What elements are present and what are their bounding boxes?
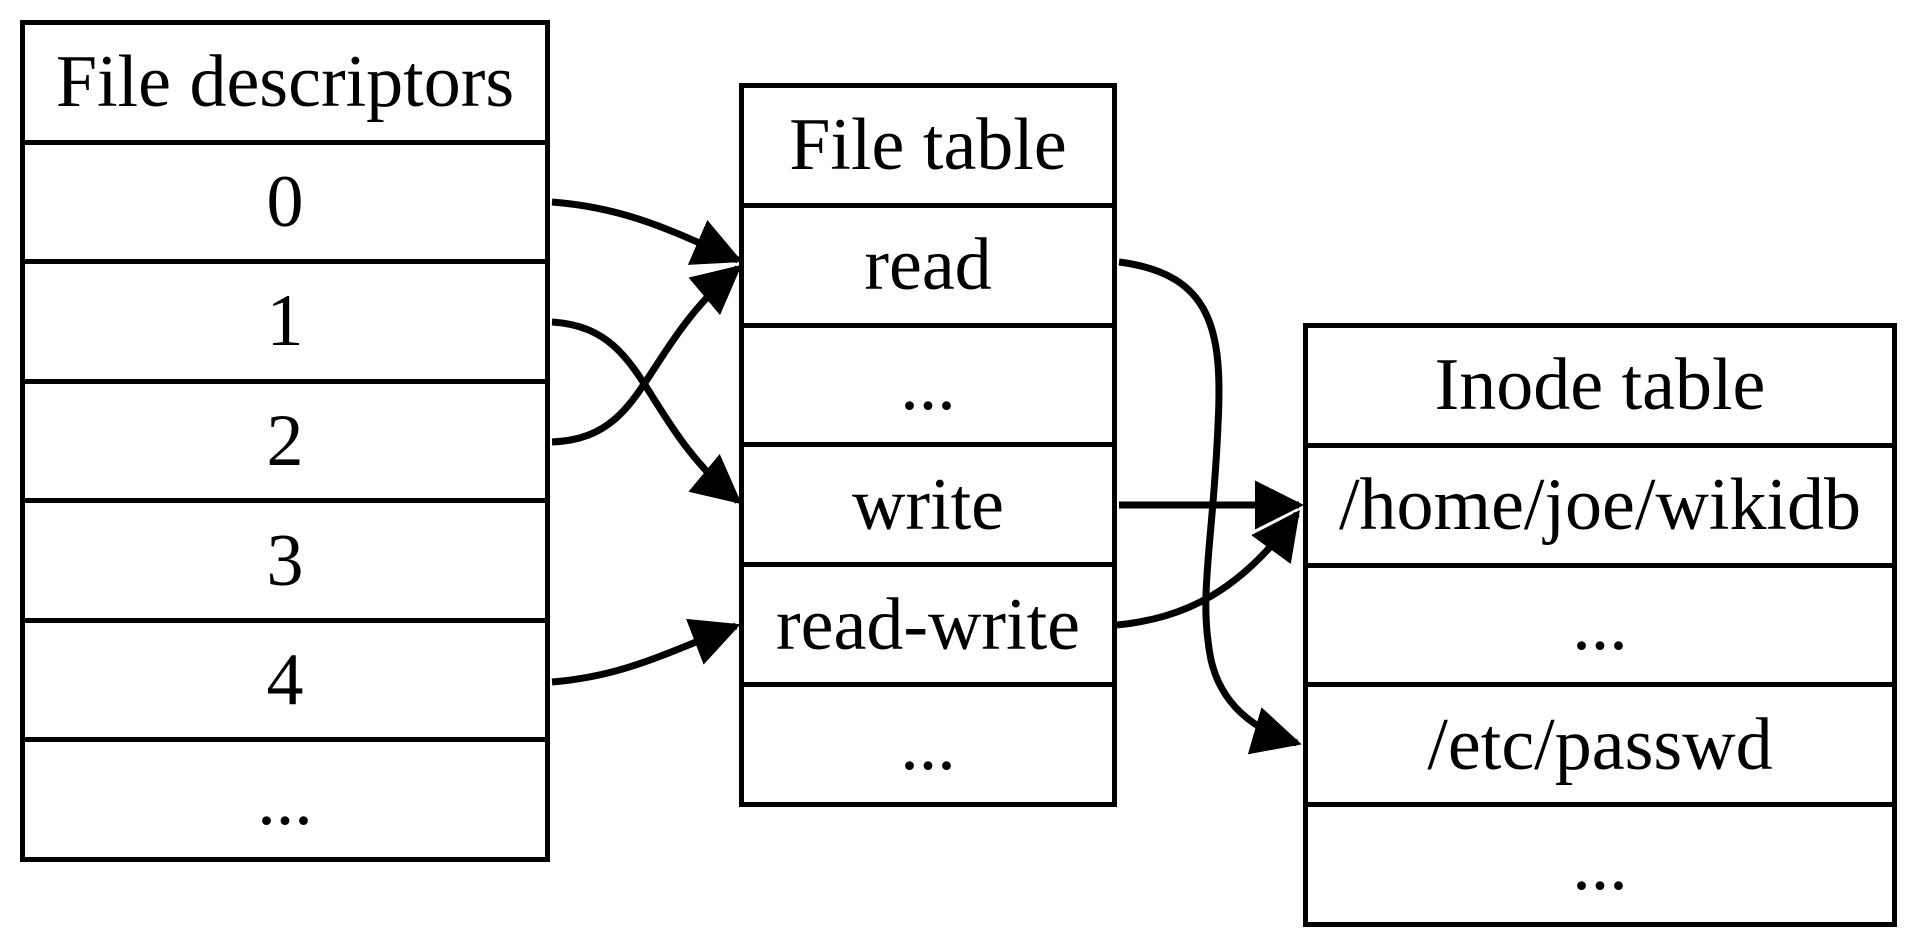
file-table-row-ellipsis-1: ... bbox=[744, 322, 1112, 443]
fd-row-2: 2 bbox=[25, 378, 545, 499]
file-table-title: File table bbox=[789, 104, 1067, 187]
fd-row-0: 0 bbox=[25, 139, 545, 260]
file-descriptors-title: File descriptors bbox=[55, 41, 515, 124]
arrow-fd0-to-read bbox=[551, 198, 743, 265]
inode-row-home-joe-wikidb: /home/joe/wikidb bbox=[1308, 442, 1892, 563]
arrow-fd4-to-read-write bbox=[551, 618, 741, 686]
inode-row-ellipsis-2: ... bbox=[1308, 802, 1892, 922]
file-table-row-ellipsis-2: ... bbox=[744, 682, 1112, 802]
arrow-read-write-to-home-joe-wikidb bbox=[1116, 510, 1300, 629]
file-table-row-write: write bbox=[744, 442, 1112, 562]
file-descriptors-table: File descriptors 0 1 2 3 4 ... bbox=[20, 20, 550, 862]
fd-row-3: 3 bbox=[25, 498, 545, 618]
fd-row-4: 4 bbox=[25, 617, 545, 738]
inode-table-title: Inode table bbox=[1434, 344, 1766, 427]
inode-row-ellipsis-1: ... bbox=[1308, 562, 1892, 683]
arrow-fd2-to-read bbox=[551, 264, 742, 446]
file-table-row-read: read bbox=[744, 202, 1112, 323]
inode-table: Inode table /home/joe/wikidb ... /etc/pa… bbox=[1303, 323, 1897, 927]
fd-row-1: 1 bbox=[25, 259, 545, 379]
fd-row-ellipsis: ... bbox=[25, 737, 545, 857]
arrow-read-to-etc-passwd bbox=[1118, 258, 1302, 755]
inode-row-etc-passwd: /etc/passwd bbox=[1308, 682, 1892, 802]
file-table-row-read-write: read-write bbox=[744, 562, 1112, 682]
arrow-fd1-to-write bbox=[551, 318, 742, 505]
file-table: File table read ... write read-write ... bbox=[739, 83, 1117, 807]
